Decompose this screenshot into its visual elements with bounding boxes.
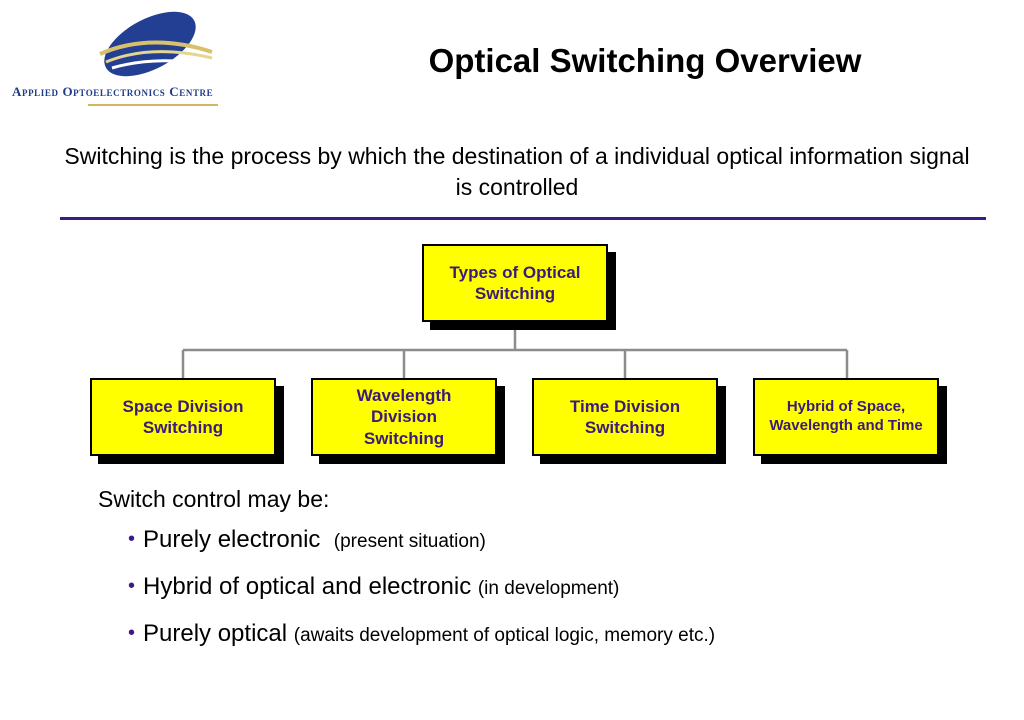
switch-control-list: • Purely electronic (present situation) •… — [98, 523, 998, 653]
child-box-hybrid: Hybrid of Space, Wavelength and Time — [753, 378, 947, 464]
list-item-note: (awaits development of optical logic, me… — [293, 625, 716, 646]
root-box-label: Types of Optical Switching — [422, 244, 608, 322]
subtitle: Switching is the process by which the de… — [64, 143, 970, 200]
child-box-label: Time Division Switching — [532, 378, 718, 456]
child-box-wavelength-division: Wavelength Division Switching — [311, 378, 505, 464]
list-item-note: (present situation) — [333, 531, 486, 552]
list-item-note: (in development) — [477, 578, 620, 599]
divider-rule — [60, 217, 986, 220]
switch-control-section: Switch control may be: • Purely electroni… — [98, 486, 998, 664]
bullet-icon: • — [128, 528, 136, 550]
logo-underline — [88, 104, 218, 106]
child-box-label: Hybrid of Space, Wavelength and Time — [753, 378, 939, 456]
root-box: Types of Optical Switching — [422, 244, 616, 330]
logo-text: Applied Optoelectronics Centre — [12, 84, 214, 99]
bullet-icon: • — [128, 575, 136, 597]
list-item: • Purely electronic (present situation) — [128, 523, 998, 559]
child-box-time-division: Time Division Switching — [532, 378, 726, 464]
list-item-main: Purely optical — [143, 620, 288, 647]
logo: Applied Optoelectronics Centre — [8, 8, 288, 106]
child-box-label: Wavelength Division Switching — [311, 378, 497, 456]
page-title: Optical Switching Overview — [428, 42, 862, 79]
child-box-space-division: Space Division Switching — [90, 378, 284, 464]
logo-emblem — [99, 11, 213, 77]
list-item-main: Hybrid of optical and electronic — [143, 573, 472, 600]
child-box-label: Space Division Switching — [90, 378, 276, 456]
list-item: • Hybrid of optical and electronic (in de… — [128, 570, 998, 606]
switch-control-lead: Switch control may be: — [98, 486, 330, 512]
list-item: • Purely optical (awaits development of o… — [128, 617, 998, 653]
bullet-icon: • — [128, 622, 136, 644]
list-item-main: Purely electronic — [143, 526, 321, 553]
